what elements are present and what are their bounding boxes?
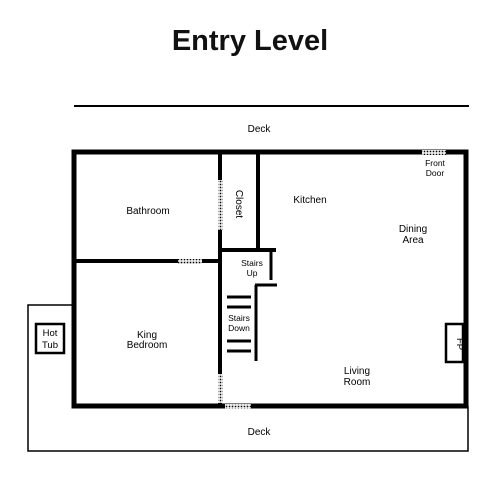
hot-tub <box>34 322 66 355</box>
front-door-label-line1: Front <box>425 158 445 168</box>
page-title: Entry Level <box>172 25 328 57</box>
door-deck <box>225 404 251 409</box>
hot-tub-label-line1: Hot <box>43 328 58 339</box>
bathroom-label: Bathroom <box>126 206 169 217</box>
dining-area-label-line1: Dining <box>399 224 427 235</box>
king-bedroom-label-line1: King <box>137 330 157 341</box>
fireplace <box>444 322 465 364</box>
living-room-label-line1: Living <box>344 366 370 377</box>
stairs-down-label-line2: Down <box>228 323 250 333</box>
fireplace-label: FP <box>454 338 465 350</box>
stairs-down-label-line1: Stairs <box>228 313 250 323</box>
deck-bottom-label: Deck <box>248 427 272 438</box>
hot-tub-label-line2: Tub <box>42 340 58 351</box>
kitchen-label: Kitchen <box>293 195 326 206</box>
front-door-label-line2: Door <box>426 168 445 178</box>
dining-area-label-line2: Area <box>402 235 424 246</box>
door-front <box>422 150 446 155</box>
deck-bottom-outline <box>27 304 469 452</box>
king-bedroom-label-line2: Bedroom <box>127 340 168 351</box>
closet-label: Closet <box>233 190 244 219</box>
outer-walls <box>71 149 469 409</box>
door-bathroom <box>178 259 202 264</box>
stairs-up-label-line1: Stairs <box>241 258 263 268</box>
living-room-label-line2: Room <box>344 377 371 388</box>
deck-top-label: Deck <box>248 124 272 135</box>
door-closet <box>218 180 223 230</box>
door-bedroom <box>218 374 223 403</box>
stairs-up-label-line2: Up <box>247 268 258 278</box>
